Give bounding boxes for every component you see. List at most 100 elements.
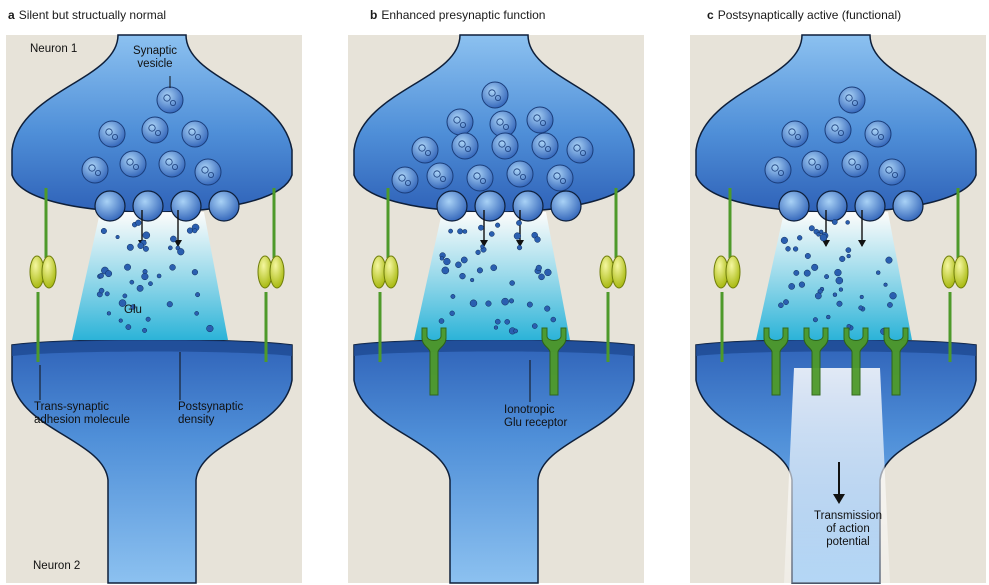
glu-molecule: [551, 317, 556, 322]
glu-molecule: [99, 288, 104, 293]
synaptic-vesicle: [802, 151, 828, 177]
synaptic-vesicle: [195, 159, 221, 185]
synaptic-vesicle: [82, 157, 108, 183]
synaptic-vesicle: [99, 121, 125, 147]
synaptic-vesicle: [532, 133, 558, 159]
glu-molecule: [846, 248, 851, 253]
ionotropic-receptor-label: Ionotropic Glu receptor: [504, 404, 567, 430]
glu-molecule: [516, 220, 521, 225]
glu-molecule: [439, 318, 444, 323]
docked-vesicle: [551, 191, 581, 221]
glu-molecule: [195, 311, 199, 315]
glu-molecule: [536, 265, 542, 271]
docked-vesicle: [95, 191, 125, 221]
synaptic-vesicle: [825, 117, 851, 143]
glu-molecule: [809, 226, 814, 231]
glu-molecule: [138, 243, 144, 249]
glu-molecule: [813, 317, 817, 321]
glu-molecule: [811, 264, 818, 271]
synaptic-vesicle: [879, 159, 905, 185]
glu-molecule: [146, 317, 150, 321]
glu-molecule: [884, 283, 888, 287]
glu-molecule: [130, 280, 134, 284]
glu-molecule: [527, 302, 532, 307]
glu-molecule: [119, 319, 123, 323]
glu-molecule: [793, 247, 798, 252]
synaptic-vesicle: [482, 82, 508, 108]
neuron-1-label: Neuron 1: [30, 43, 77, 56]
glu-molecule: [448, 229, 452, 233]
glu-molecule: [170, 264, 176, 270]
docked-vesicle: [475, 191, 505, 221]
neuron-2-label: Neuron 2: [33, 560, 80, 573]
glu-molecule: [126, 324, 131, 329]
glu-molecule: [491, 265, 497, 271]
glu-molecule: [476, 250, 481, 255]
adhesion-molecule: [384, 256, 398, 288]
synaptic-vesicle: [157, 87, 183, 113]
synaptic-vesicle: [865, 121, 891, 147]
glu-molecule: [860, 295, 864, 299]
glu-molecule: [495, 319, 500, 324]
adhesion-molecule: [270, 256, 284, 288]
glu-molecule: [135, 220, 141, 226]
glu-molecule: [148, 282, 152, 286]
glu-molecule: [514, 233, 521, 240]
postsynaptic-density-label: Postsynaptic density: [178, 401, 243, 427]
glu-molecule: [461, 257, 467, 263]
glu-molecule: [477, 268, 483, 274]
glu-molecule: [489, 231, 494, 236]
glu-molecule: [804, 270, 810, 276]
glu-molecule: [794, 270, 799, 275]
glu-molecule: [544, 306, 550, 312]
glu-molecule: [455, 262, 461, 268]
synaptic-vesicle: [412, 137, 438, 163]
glu-molecule: [463, 229, 467, 233]
glu-molecule: [839, 256, 845, 262]
glu-molecule: [514, 329, 518, 333]
glu-molecule: [442, 267, 449, 274]
docked-vesicle: [133, 191, 163, 221]
glu-molecule: [99, 273, 104, 278]
transmission-label: Transmission of action potential: [800, 510, 896, 549]
glu-molecule: [137, 285, 143, 291]
glu-molecule: [193, 229, 197, 233]
panel-a-synapse: [12, 35, 292, 583]
glu-molecule: [887, 302, 892, 307]
adhesion-molecule: [42, 256, 56, 288]
synaptic-vesicle: [452, 133, 478, 159]
glu-molecule: [177, 248, 184, 255]
glu-molecule: [107, 311, 111, 315]
glu-molecule: [207, 325, 214, 332]
glu-molecule: [778, 303, 783, 308]
glu-molecule: [124, 264, 130, 270]
transmission-beam: [784, 368, 890, 583]
panel-a-title: aSilent but structually normal: [8, 8, 166, 22]
glu-molecule: [837, 301, 842, 306]
glu-molecule: [539, 274, 545, 280]
glu-molecule: [105, 292, 109, 296]
panel-b-synapse: [354, 35, 634, 583]
postsynaptic-spine: [12, 340, 292, 583]
glu-molecule: [781, 237, 788, 244]
glu-molecule: [509, 299, 514, 304]
synaptic-vesicle: [467, 165, 493, 191]
synaptic-vesicle: [507, 161, 533, 187]
synaptic-vesicle: [120, 151, 146, 177]
glu-molecule: [450, 311, 455, 316]
glu-molecule: [505, 319, 510, 324]
glu-molecule: [105, 270, 111, 276]
synaptic-vesicle: [427, 163, 453, 189]
synaptic-vesicle: [447, 109, 473, 135]
docked-vesicle: [437, 191, 467, 221]
glu-molecule: [470, 300, 477, 307]
glu-molecule: [835, 269, 842, 276]
glu-molecule: [786, 246, 791, 251]
glu-molecule: [886, 257, 893, 264]
glu-molecule: [510, 281, 515, 286]
adhesion-molecule: [612, 256, 626, 288]
glu-molecule: [143, 269, 148, 274]
